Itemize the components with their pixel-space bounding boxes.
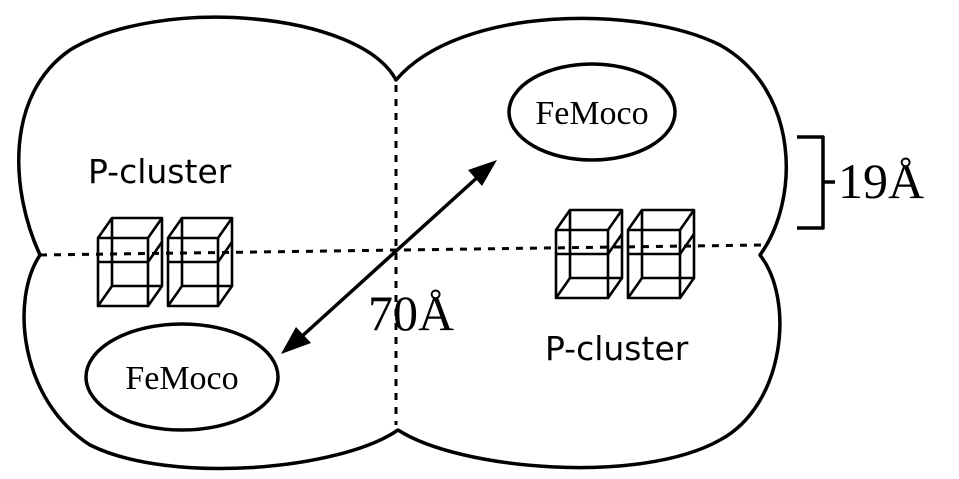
arrowhead-top xyxy=(468,160,497,186)
arrowhead-bottom xyxy=(281,327,311,354)
pcluster-left-cubes xyxy=(96,216,234,308)
pcluster-right-cubes xyxy=(554,208,696,300)
cube-right-1 xyxy=(554,208,624,300)
femoco-bottom-ellipse xyxy=(84,322,280,432)
distance-arrow-line xyxy=(298,173,482,340)
cube-right-2 xyxy=(626,208,696,300)
pcluster-left-label: P-cluster xyxy=(88,152,232,191)
femoco-bottom-label: FeMoco xyxy=(125,360,238,397)
cube-left-2 xyxy=(166,216,234,308)
distance-70-label: 70Å xyxy=(368,285,454,341)
distance-19-label: 19Å xyxy=(838,153,924,209)
distance-19-bracket xyxy=(797,135,825,230)
femoco-top-label: FeMoco xyxy=(535,95,648,132)
protein-outline xyxy=(16,15,789,471)
femoco-top-ellipse xyxy=(507,62,677,162)
pcluster-right-label: P-cluster xyxy=(545,329,689,368)
cube-left-1 xyxy=(96,216,164,308)
